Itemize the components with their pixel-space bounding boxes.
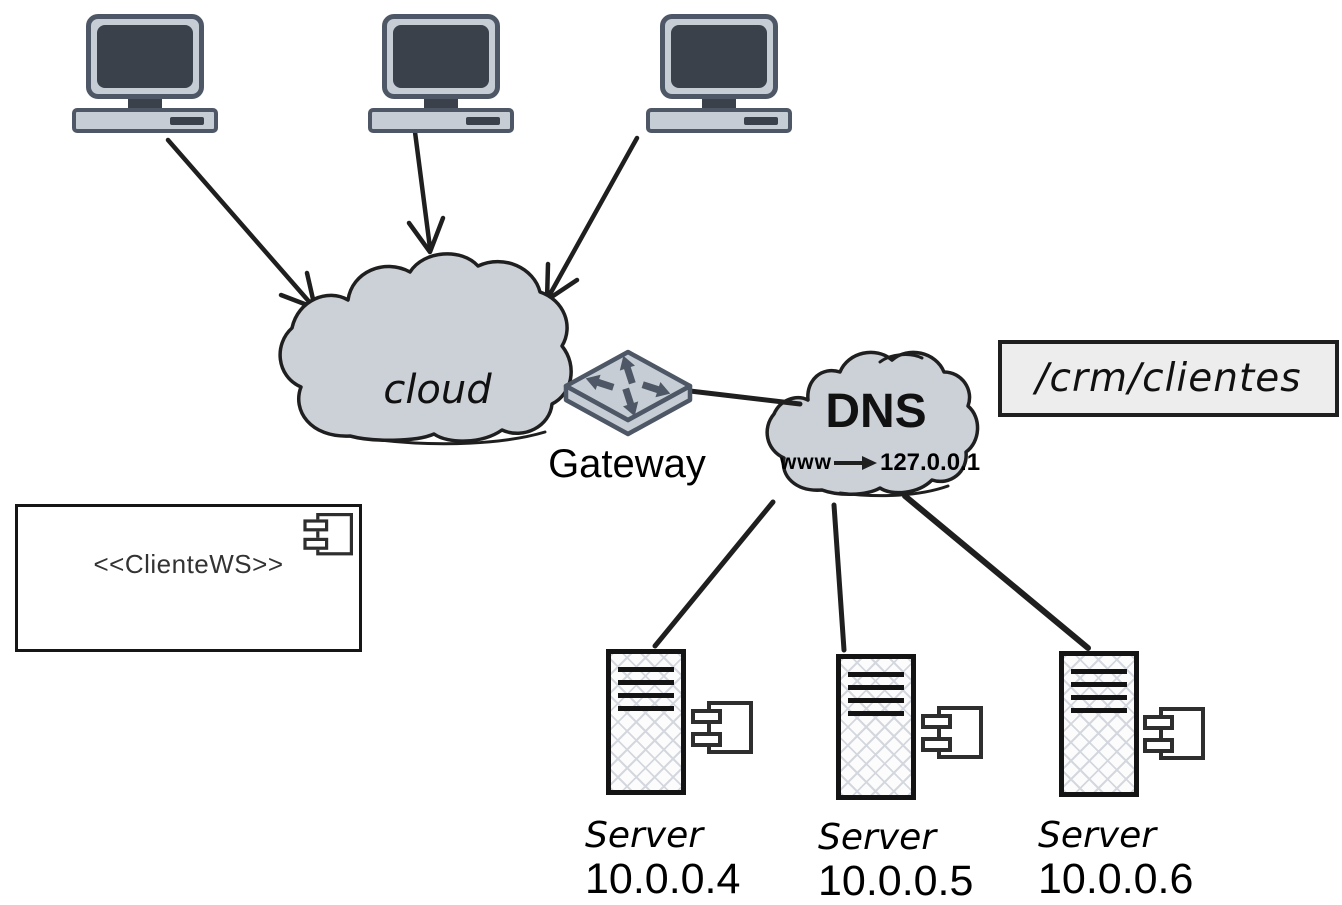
- server-label-1: Server 10.0.0.4: [585, 816, 755, 902]
- gateway-dns-link: [687, 388, 803, 407]
- uml-component-tab: [303, 537, 329, 550]
- uml-component-tab: [1143, 738, 1174, 753]
- dns-label: DNS: [825, 385, 927, 438]
- drive-slot: [466, 117, 500, 125]
- dns-mapping-ip: 127.0.0.1: [879, 449, 981, 476]
- screen: [97, 25, 193, 88]
- server-vent-bar: [618, 693, 674, 698]
- server-vent-bar: [848, 672, 904, 677]
- dns-cloud-shape: [765, 350, 980, 496]
- uml-component-icon: [303, 513, 353, 556]
- cloud-underline: [378, 430, 547, 446]
- monitor-stand: [424, 99, 458, 110]
- screen: [393, 25, 489, 88]
- client-computer-icon-1: [72, 14, 218, 133]
- server-name-label: Server: [818, 817, 937, 858]
- server-vent-bar: [848, 698, 904, 703]
- server-vent-bar: [1071, 695, 1127, 700]
- server-ip-label: 10.0.0.5: [818, 857, 974, 905]
- screen: [671, 25, 767, 88]
- request-arrow-1: [165, 137, 318, 311]
- uml-component-tab: [691, 709, 722, 724]
- component-box: <<ClienteWS>>: [15, 504, 362, 652]
- server-label-2: Server 10.0.0.5: [818, 818, 988, 904]
- server-icon-3: [1059, 651, 1139, 797]
- drive-slot: [170, 117, 204, 125]
- mapping-arrow-icon: [833, 456, 877, 470]
- server-icon-1: [606, 649, 686, 795]
- dns-mapping: www 127.0.0.1: [780, 449, 980, 477]
- server-vent-bar: [618, 680, 674, 685]
- server-ip-label: 10.0.0.4: [585, 855, 741, 903]
- dns-server-link-1: [652, 499, 776, 649]
- monitor: [86, 14, 204, 99]
- uml-component-tab: [1143, 715, 1174, 730]
- dns-server-link-2: [831, 502, 847, 653]
- server-vent-bar: [618, 706, 674, 711]
- request-arrow-3: [544, 135, 640, 303]
- uml-component-icon: [921, 706, 983, 760]
- route-label: /crm/clientes: [1035, 356, 1302, 401]
- gateway-label: Gateway: [548, 442, 706, 486]
- uml-component-tab: [303, 519, 329, 532]
- server-vent-bar: [848, 685, 904, 690]
- server-name-label: Server: [585, 815, 704, 856]
- gateway-switch-icon: [563, 349, 693, 437]
- component-label: <<ClienteWS>>: [93, 548, 284, 579]
- dns-cloud-shade: [878, 353, 924, 364]
- server-vent-bar: [1071, 669, 1127, 674]
- monitor-stand: [128, 99, 162, 110]
- computer-base: [368, 108, 514, 133]
- server-vent-bar: [618, 667, 674, 672]
- dns-cloud-underline: [838, 484, 950, 498]
- client-computer-icon-2: [368, 14, 514, 133]
- server-icon-2: [836, 654, 916, 800]
- route-box: /crm/clientes: [998, 340, 1339, 417]
- uml-component-tab: [921, 737, 952, 752]
- uml-component-icon: [1143, 707, 1205, 761]
- server-vent-bar: [1071, 708, 1127, 713]
- dns-server-link-3: [902, 493, 1091, 651]
- dns-mapping-host: www: [779, 451, 832, 474]
- computer-base: [72, 108, 218, 133]
- monitor-stand: [702, 99, 736, 110]
- uml-component-tab: [691, 732, 722, 747]
- server-vent-bar: [1071, 682, 1127, 687]
- server-name-label: Server: [1038, 815, 1157, 856]
- server-ip-label: 10.0.0.6: [1038, 855, 1194, 903]
- drive-slot: [744, 117, 778, 125]
- uml-component-icon: [691, 701, 753, 755]
- cloud-label: cloud: [383, 367, 492, 413]
- monitor: [660, 14, 778, 99]
- request-arrow-2: [406, 129, 446, 255]
- server-vent-bar: [848, 711, 904, 716]
- monitor: [382, 14, 500, 99]
- cloud-shape: [278, 252, 573, 443]
- computer-base: [646, 108, 792, 133]
- client-computer-icon-3: [646, 14, 792, 133]
- uml-component-tab: [921, 714, 952, 729]
- server-label-3: Server 10.0.0.6: [1038, 816, 1208, 902]
